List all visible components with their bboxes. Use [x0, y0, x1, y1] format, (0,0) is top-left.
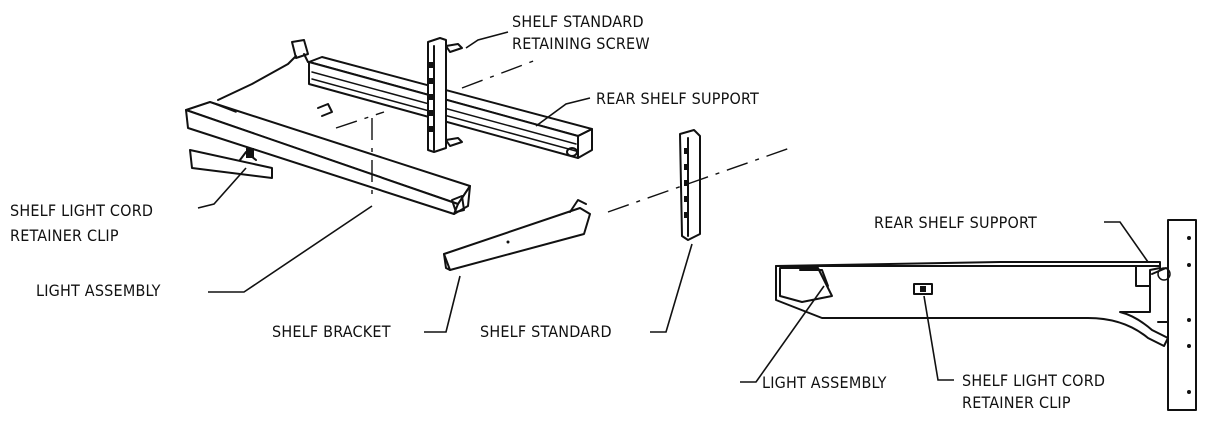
- leader-side-rear-support: [1104, 221, 1149, 263]
- leader-shelf-bracket: [424, 275, 461, 333]
- shelf-standard-part: [679, 129, 701, 241]
- label-side-cord-clip-line2: RETAINER CLIP: [962, 393, 1071, 412]
- leader-side-light-assembly: [740, 285, 825, 383]
- label-side-cord-clip-line1: SHELF LIGHT CORD: [962, 371, 1105, 390]
- leader-shelf-standard: [650, 243, 693, 333]
- left-shelf-bracket-part: [189, 103, 333, 179]
- centerline-screw: [461, 59, 537, 89]
- label-light-assembly: LIGHT ASSEMBLY: [36, 281, 161, 300]
- label-shelf-bracket: SHELF BRACKET: [272, 322, 391, 341]
- leader-light-assembly: [208, 205, 373, 293]
- exploded-view: [185, 31, 791, 333]
- side-view: [740, 219, 1197, 411]
- light-cord-part: [217, 39, 309, 101]
- label-shelf-standard: SHELF STANDARD: [480, 322, 612, 341]
- leader-cord-clip: [197, 167, 247, 209]
- label-cord-clip-line2: RETAINER CLIP: [10, 226, 119, 245]
- leader-side-cord-clip: [923, 295, 954, 381]
- shelf-standard-upper-part: [427, 37, 463, 153]
- centerline-standard: [607, 147, 791, 213]
- label-side-rear-shelf-support: REAR SHELF SUPPORT: [874, 213, 1037, 232]
- leader-rear-shelf-support: [535, 97, 591, 127]
- label-retaining-screw-line2: RETAINING SCREW: [512, 34, 650, 53]
- side-shelf-bracket: [775, 261, 1169, 347]
- label-rear-shelf-support: REAR SHELF SUPPORT: [596, 89, 759, 108]
- light-assembly-part: [185, 101, 471, 215]
- label-cord-clip-line1: SHELF LIGHT CORD: [10, 201, 153, 220]
- side-wall-standard: [1167, 219, 1197, 411]
- centerline-horizontal: [335, 111, 385, 129]
- leader-retaining-screw: [465, 31, 509, 49]
- rear-shelf-support-part: [308, 56, 593, 159]
- label-side-light-assembly: LIGHT ASSEMBLY: [762, 373, 887, 392]
- shelf-bracket-part: [443, 199, 591, 271]
- label-retaining-screw-line1: SHELF STANDARD: [512, 12, 644, 31]
